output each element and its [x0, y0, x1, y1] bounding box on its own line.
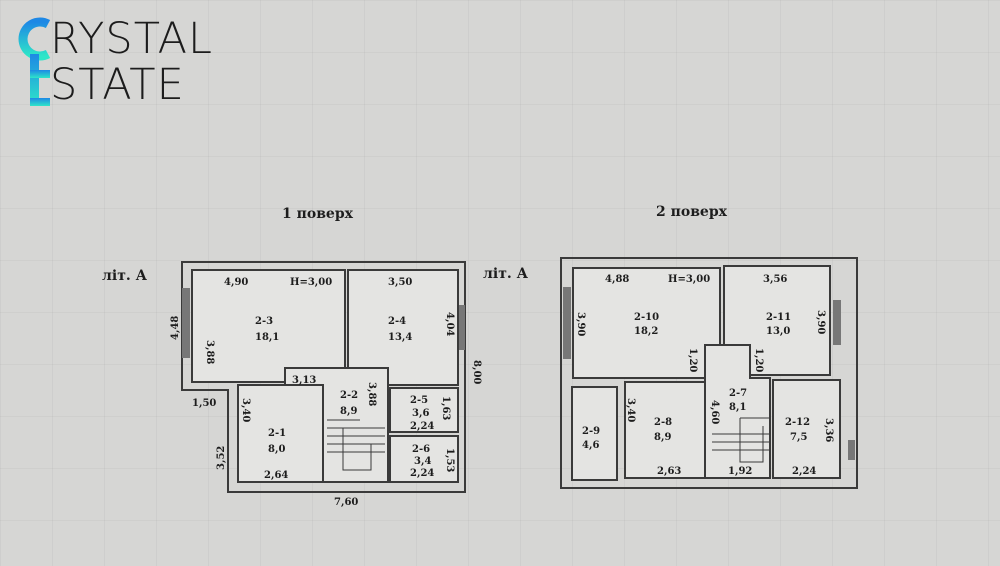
dim: 3,56 [763, 274, 787, 285]
room-id: 2-1 [268, 428, 286, 439]
dim: 3,40 [625, 398, 636, 422]
room-2-12 [772, 379, 841, 479]
dim: 2,24 [792, 466, 816, 477]
window [563, 287, 571, 359]
room-area: 8,9 [340, 406, 357, 417]
room-2-3 [191, 269, 346, 383]
logo-key-icon [18, 17, 51, 106]
floor1-plan: 1 поверх літ. А 4,90 Н=3,00 3,50 2-3 18,… [102, 206, 482, 508]
dim: 3,88 [204, 340, 215, 364]
ceiling-height: Н=3,00 [290, 277, 332, 288]
dim: 2,24 [410, 468, 434, 479]
window [848, 440, 855, 460]
dim: 3,52 [216, 446, 227, 470]
dim: 3,90 [815, 310, 826, 334]
room-area: 18,2 [634, 326, 658, 337]
room-id: 2-7 [729, 388, 747, 399]
dim: 4,90 [224, 277, 248, 288]
room-id: 2-6 [412, 444, 430, 455]
dim: 3,50 [388, 277, 412, 288]
room-2-4 [347, 269, 459, 386]
floor2-lit: літ. А [483, 266, 529, 282]
dim: 1,63 [440, 396, 451, 420]
staircase [327, 419, 385, 471]
room-2-6 [389, 435, 459, 483]
room-2-9 [571, 386, 618, 481]
dim: 1,20 [687, 348, 698, 372]
floor2-plan: 2 поверх літ. А 4,88 Н=3,00 3,56 2-10 18… [483, 204, 858, 489]
room-id: 2-10 [634, 312, 659, 323]
dim: 3,88 [366, 382, 377, 406]
dim: 3,90 [575, 312, 586, 336]
dim: 2,63 [657, 466, 681, 477]
room-area: 18,1 [255, 332, 279, 343]
dim: 8,00 [471, 360, 482, 384]
room-area: 13,4 [388, 332, 412, 343]
room-id: 2-4 [388, 316, 406, 327]
dim: 4,48 [170, 316, 181, 340]
dim: 1,92 [728, 466, 752, 477]
crystal-estate-logo: RYSTAL STATE [14, 14, 244, 110]
dim: 1,50 [192, 398, 216, 409]
dim: 4,04 [444, 312, 455, 336]
window [182, 288, 190, 358]
room-2-11 [723, 265, 831, 376]
room-2-10 [572, 267, 721, 379]
dim: 4,60 [709, 400, 720, 424]
room-area: 3,4 [414, 456, 431, 467]
room-area: 8,1 [729, 402, 746, 413]
floor1-lit: літ. А [102, 268, 148, 284]
room-id: 2-8 [654, 417, 672, 428]
window [459, 305, 465, 350]
floor2-outer-wall [560, 257, 858, 489]
floor2-title: 2 поверх [656, 204, 728, 220]
room-id: 2-2 [340, 390, 358, 401]
room-2-8 [624, 381, 706, 479]
room-area: 3,6 [412, 408, 429, 419]
dim: 7,60 [334, 497, 358, 508]
floor1-outer-wall [181, 261, 466, 493]
room-area: 8,0 [268, 444, 285, 455]
room-id: 2-9 [582, 426, 600, 437]
room-id: 2-12 [785, 417, 810, 428]
logo-word-estate: STATE [50, 60, 185, 110]
room-id: 2-5 [410, 395, 428, 406]
room-2-1 [237, 384, 324, 483]
room-id: 2-3 [255, 316, 273, 327]
dim: 3,13 [292, 375, 316, 386]
room-area: 8,9 [654, 432, 671, 443]
room-2-5 [389, 387, 459, 433]
dim: 4,88 [605, 274, 629, 285]
floor1-title: 1 поверх [282, 206, 354, 222]
dim: 1,20 [753, 348, 764, 372]
room-area: 4,6 [582, 440, 599, 451]
room-area: 13,0 [766, 326, 790, 337]
dim: 2,24 [410, 421, 434, 432]
room-area: 7,5 [790, 432, 807, 443]
staircase [712, 417, 770, 463]
dim: 1,53 [444, 448, 455, 472]
dim: 3,36 [823, 418, 834, 442]
ceiling-height: Н=3,00 [668, 274, 710, 285]
logo-word-crystal: RYSTAL [50, 14, 213, 64]
dim: 2,64 [264, 470, 288, 481]
dim: 3,40 [240, 398, 251, 422]
window [833, 300, 841, 345]
room-id: 2-11 [766, 312, 791, 323]
